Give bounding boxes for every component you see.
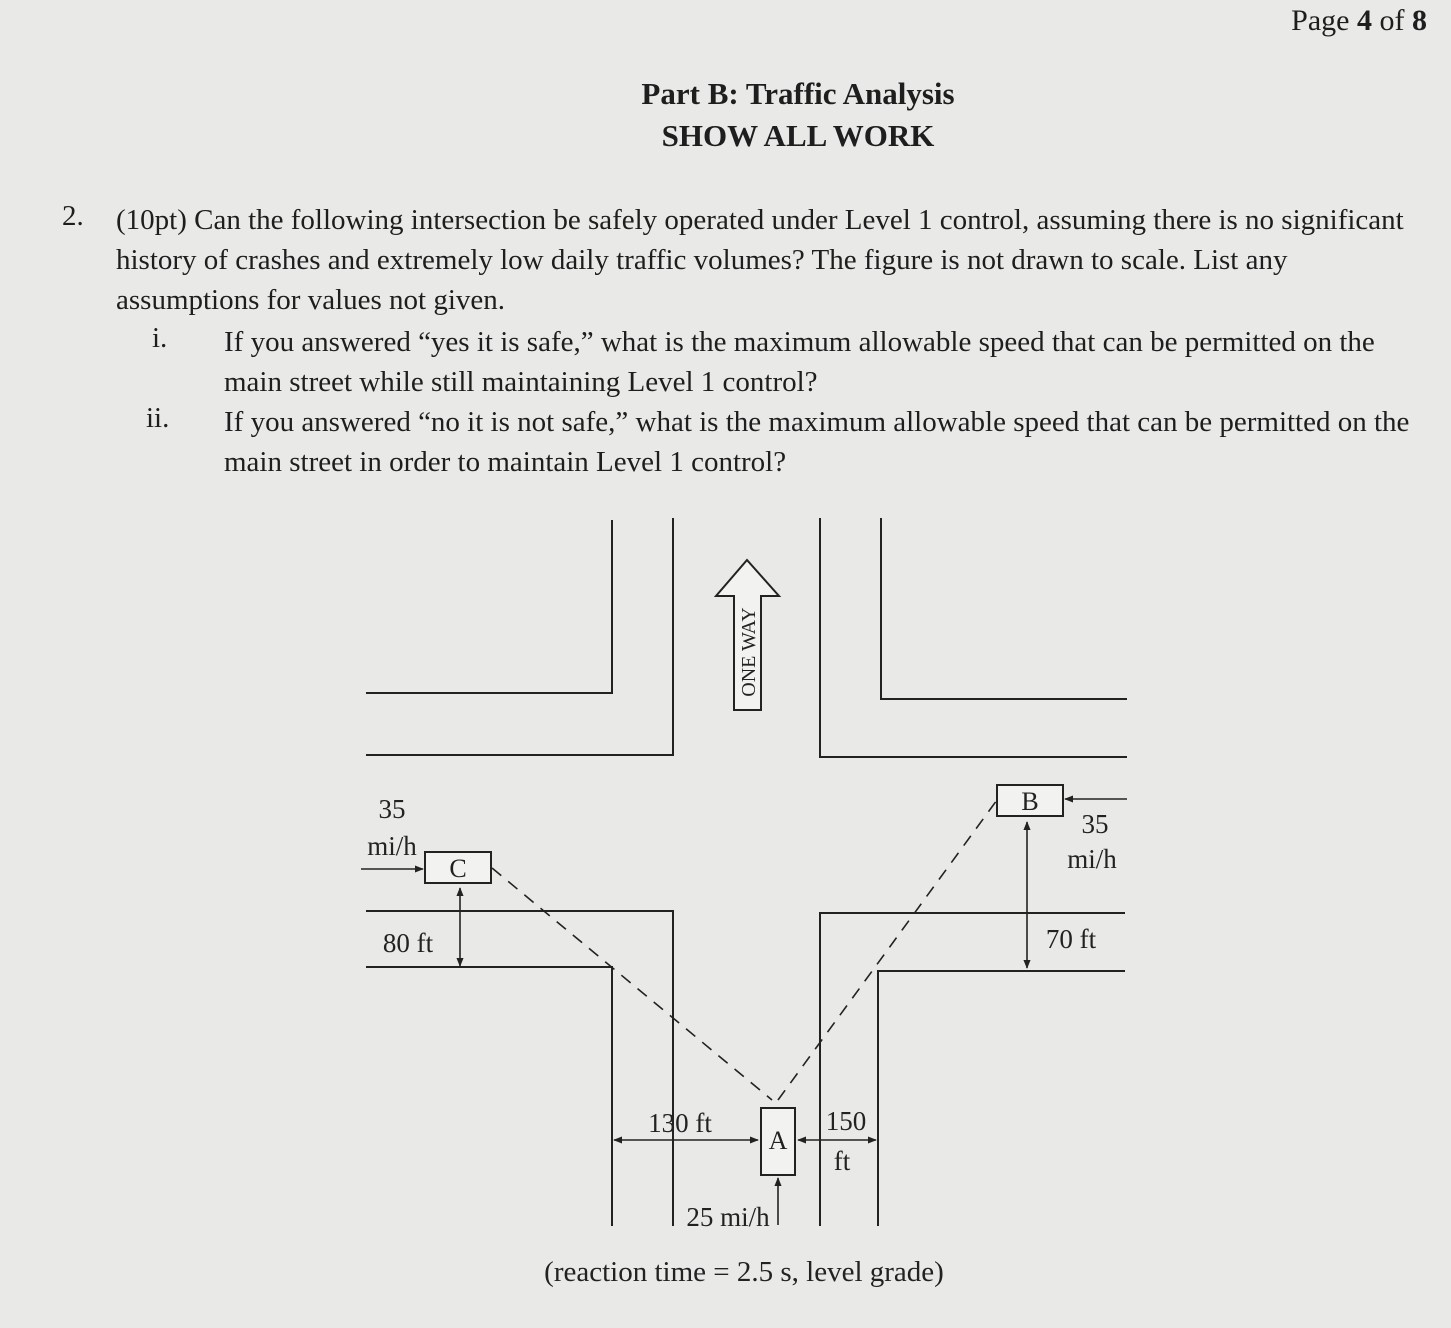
- one-way-label: ONE WAY: [738, 607, 760, 696]
- vehicle-b: [996, 784, 1064, 817]
- page-number: Page 4 of 8: [1291, 4, 1427, 37]
- page-title: Part B: Traffic Analysis: [641, 76, 955, 111]
- question-number: 2.: [62, 200, 84, 232]
- vehicle-b-distance: 70 ft: [1046, 924, 1097, 954]
- vehicle-a-distance-right-unit: ft: [834, 1146, 851, 1176]
- sight-lines: [491, 799, 998, 1101]
- one-way-arrow-icon: [713, 558, 782, 711]
- vehicle-c-distance: 80 ft: [383, 928, 434, 958]
- curb-line: [877, 970, 1125, 1226]
- question-text: (10pt) Can the following intersection be…: [116, 204, 1404, 316]
- vehicle-a-label: A: [769, 1126, 788, 1155]
- curb-line: [366, 910, 674, 1226]
- vehicle-b-speed-value: 35: [1082, 809, 1109, 839]
- subpart-text-i: If you answered “yes it is safe,” what i…: [224, 326, 1375, 398]
- vehicle-c-label: C: [449, 854, 466, 883]
- subpart-label-i: i.: [152, 322, 168, 354]
- figure-caption: (reaction time = 2.5 s, level grade): [544, 1256, 944, 1288]
- curb-line: [366, 966, 613, 1226]
- vehicle-b-speed-unit: mi/h: [1067, 844, 1117, 874]
- vehicle-a-speed: 25 mi/h: [686, 1202, 770, 1232]
- curb-line: [366, 520, 613, 694]
- curb-line: [366, 518, 674, 756]
- subpart-label-ii: ii.: [146, 402, 170, 434]
- curb-line: [819, 518, 1127, 758]
- sight-line-a-b: [777, 799, 998, 1101]
- vehicle-b-label: B: [1021, 787, 1038, 816]
- vehicle-a: [760, 1107, 796, 1176]
- vehicle-c: [424, 851, 492, 884]
- vehicle-a-distance-right-value: 150: [826, 1106, 867, 1136]
- vehicle-c-speed-unit: mi/h: [367, 831, 417, 861]
- vehicle-a-distance-left: 130 ft: [648, 1108, 712, 1138]
- page-subtitle: SHOW ALL WORK: [661, 118, 935, 153]
- vehicle-c-speed-value: 35: [379, 794, 406, 824]
- subpart-text-ii: If you answered “no it is not safe,” wha…: [224, 406, 1410, 478]
- curb-line: [819, 912, 1125, 1226]
- curb-line: [880, 518, 1127, 700]
- sight-line-a-c: [491, 867, 773, 1101]
